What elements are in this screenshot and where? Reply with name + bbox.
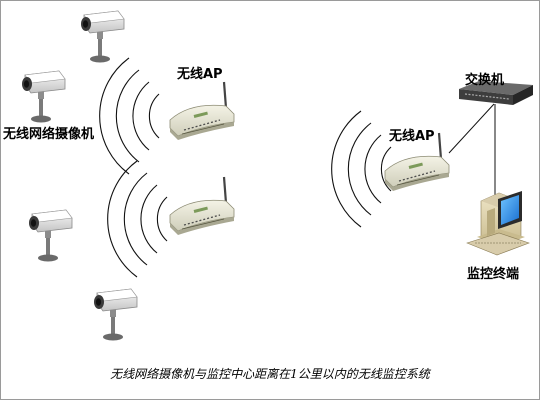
ap-label-left: 无线AP <box>177 67 223 82</box>
link-ap-switch <box>448 103 495 154</box>
camera-2 <box>21 70 66 123</box>
desktop-computer-icon <box>466 191 530 256</box>
network-switch-icon <box>459 81 533 105</box>
terminal-label: 监控终端 <box>467 267 520 282</box>
camera-1 <box>80 10 125 63</box>
ap-label-right: 无线AP <box>389 129 435 144</box>
diagram-caption: 无线网络摄像机与监控中心距离在1公里以内的无线监控系统 <box>110 367 430 381</box>
switch-label: 交换机 <box>465 73 505 88</box>
access-point-left-bottom <box>107 160 236 278</box>
camera-4 <box>93 288 138 341</box>
camera-3 <box>28 209 73 262</box>
camera-label: 无线网络摄像机 <box>3 127 95 142</box>
